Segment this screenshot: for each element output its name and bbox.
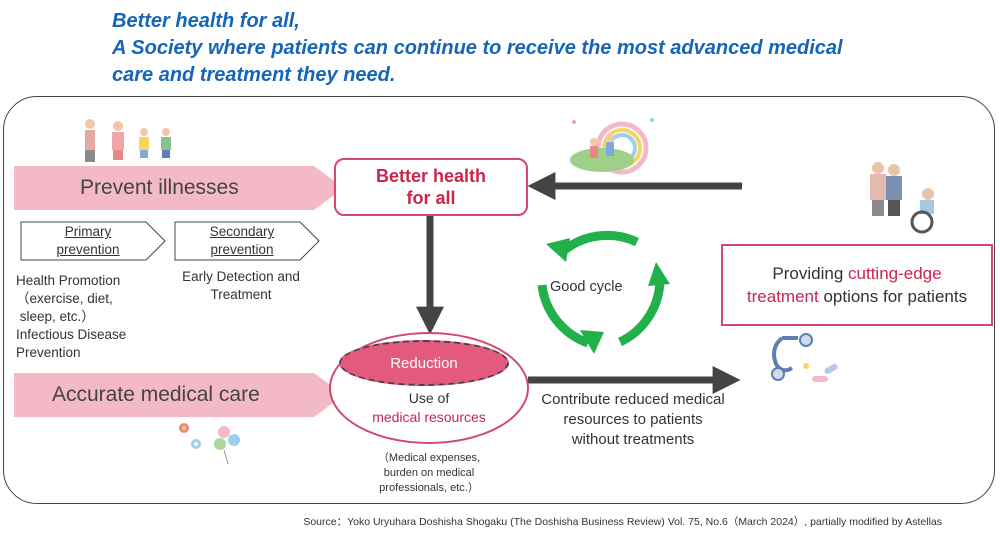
better-health-line-1: Better health xyxy=(375,166,487,186)
primary-prevention-label: Primary prevention xyxy=(56,224,120,257)
accurate-medical-care-label: Accurate medical care xyxy=(52,383,260,406)
medical-resources-label: medical resources xyxy=(372,409,486,425)
reduction-badge: Reduction xyxy=(339,340,509,386)
medical-expenses-note: （Medical expenses, burden on medical pro… xyxy=(377,452,481,494)
balloons-flowers-illustration xyxy=(179,423,240,465)
better-health-box: Better health for all xyxy=(334,158,528,216)
good-cycle-arrows xyxy=(537,230,665,348)
good-cycle-label: Good cycle xyxy=(550,279,623,295)
medical-resources-text: Use of medical resources xyxy=(339,389,519,427)
stethoscope-medicine-illustration xyxy=(771,333,838,382)
family-celebration-illustration xyxy=(570,118,654,175)
headline-line-2: A Society where patients can continue to… xyxy=(112,37,843,59)
prevent-illnesses-label: Prevent illnesses xyxy=(80,176,239,199)
prevent-illnesses-banner: Prevent illnesses xyxy=(14,166,344,210)
primary-prevention-description: Health Promotion （exercise, diet, sleep,… xyxy=(16,273,127,360)
headline-line-3: care and treatment they need. xyxy=(112,64,396,86)
contribute-text: Contribute reduced medical resources to … xyxy=(541,391,725,448)
reduction-label: Reduction xyxy=(390,354,458,372)
source-citation: Source：Yoko Uryuhara Doshisha Shogaku (T… xyxy=(303,516,942,528)
accurate-medical-care-banner: Accurate medical care xyxy=(14,373,344,417)
better-health-line-2: for all xyxy=(406,188,456,208)
headline: Better health for all, A Society where p… xyxy=(112,8,843,89)
elderly-couple-wheelchair-illustration xyxy=(870,162,934,234)
diagram-frame xyxy=(3,96,995,504)
people-exercising-illustration xyxy=(85,119,171,162)
headline-line-1: Better health for all, xyxy=(112,10,300,32)
secondary-prevention-chevron xyxy=(174,221,320,261)
use-of-label: Use of xyxy=(408,390,450,406)
secondary-prevention-label: Secondary prevention xyxy=(209,224,275,257)
primary-prevention-chevron xyxy=(20,221,166,261)
secondary-prevention-description: Early Detection and Treatment xyxy=(182,269,300,302)
